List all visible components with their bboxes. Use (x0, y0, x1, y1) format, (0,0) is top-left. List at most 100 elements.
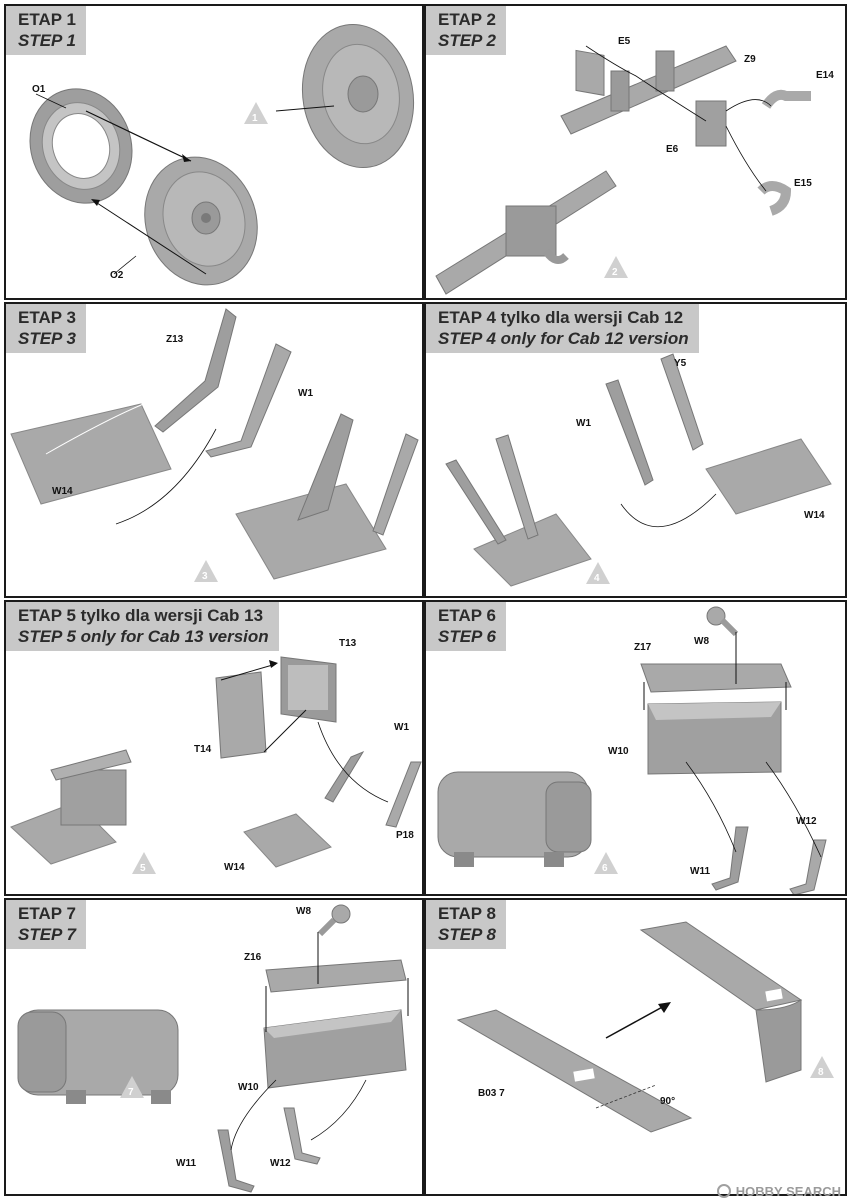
hook-parts (695, 89, 811, 216)
step-panel-1: ETAP 1 STEP 1 O1 O2 (4, 4, 424, 300)
spring-bracket-part (560, 45, 737, 135)
label-W1: W1 (394, 722, 409, 733)
label-Z9: Z9 (744, 54, 756, 65)
step-title: STEP 3 (18, 329, 76, 348)
etap-title: ETAP 5 tylko dla wersji Cab 13 (18, 606, 264, 625)
etap-title: ETAP 7 (18, 904, 76, 923)
tread-plate-part (243, 813, 332, 868)
step-bracket-part (605, 379, 654, 486)
step-bracket-part-2 (205, 343, 292, 458)
label-W12: W12 (270, 1158, 291, 1169)
step-title: STEP 8 (438, 925, 496, 944)
step-panel-5: ETAP 5 tylko dla wersji Cab 13 STEP 5 on… (4, 600, 424, 896)
step-illustration: Y5 W1 W14 4 (445, 353, 832, 587)
label-E15: E15 (794, 178, 812, 189)
step-header: ETAP 7 STEP 7 (6, 900, 86, 949)
step-title: STEP 6 (438, 627, 496, 646)
step-bracket-part (324, 750, 365, 803)
step-number: 2 (612, 267, 618, 278)
label-W11: W11 (690, 866, 710, 877)
watermark: HOBBY SEARCH (716, 1182, 841, 1200)
etap-title: ETAP 4 tylko dla wersji Cab 12 (438, 308, 684, 327)
mic-part (317, 904, 351, 937)
label-90-degrees: 90° (660, 1096, 675, 1107)
step-number: 1 (252, 113, 258, 124)
mic-part (706, 606, 739, 637)
label-W1: W1 (298, 388, 313, 399)
etap-title: ETAP 1 (18, 10, 76, 29)
brand-logo-icon (716, 1184, 731, 1198)
step-number: 5 (140, 863, 146, 874)
label-Z13: Z13 (166, 334, 184, 345)
label-T13: T13 (339, 638, 357, 649)
step-header: ETAP 2 STEP 2 (426, 6, 506, 55)
step-panel-2: ETAP 2 STEP 2 E5 Z9 E14 E6 E15 2 (424, 4, 847, 300)
tank-bracket-part-2 (789, 839, 827, 894)
step-illustration: E5 Z9 E14 E6 E15 2 (435, 36, 834, 295)
step-illustration: W8 Z17 W10 W12 W11 6 (437, 606, 827, 894)
label-O2: O2 (110, 270, 124, 281)
step-panel-6: ETAP 6 STEP 6 W8 Z17 W10 W12 W11 6 (424, 600, 847, 896)
cab-floor-assembled (639, 921, 803, 1083)
step-header: ETAP 3 STEP 3 (6, 304, 86, 353)
step-title: STEP 4 only for Cab 12 version (438, 329, 689, 348)
tyre-part (144, 156, 258, 286)
box-side-part (215, 671, 267, 759)
assembled-step (235, 413, 419, 580)
etap-title: ETAP 6 (438, 606, 496, 625)
tank-box-part (647, 701, 782, 775)
step-header: ETAP 1 STEP 1 (6, 6, 86, 55)
tank-bracket-part (711, 826, 749, 891)
label-W14: W14 (804, 510, 825, 521)
step-number-badge (586, 562, 610, 584)
label-E6: E6 (666, 144, 679, 155)
step-number: 3 (202, 571, 208, 582)
step-number: 7 (128, 1087, 134, 1098)
etap-title: ETAP 3 (18, 308, 76, 327)
step-header: ETAP 5 tylko dla wersji Cab 13 STEP 5 on… (6, 602, 279, 651)
label-W12: W12 (796, 816, 817, 827)
assembled-tank (437, 771, 592, 867)
label-B03-7: B03 7 (478, 1088, 505, 1099)
tank-lid-part (640, 663, 792, 693)
step-number-badge (120, 1076, 144, 1098)
step-panel-8: ETAP 8 STEP 8 B03 7 90° 8 (424, 898, 847, 1196)
label-Z17: Z17 (634, 642, 652, 653)
watermark-text: HOBBY SEARCH (735, 1183, 841, 1199)
label-E5: E5 (618, 36, 631, 47)
tread-plate-part (705, 438, 832, 515)
step-panel-4: ETAP 4 tylko dla wersji Cab 12 STEP 4 on… (424, 302, 847, 598)
step-title: STEP 7 (18, 925, 76, 944)
step-panel-3: ETAP 3 STEP 3 Z13 W1 W14 3 (4, 302, 424, 598)
label-P18: P18 (396, 830, 414, 841)
assembled-step (445, 434, 592, 587)
tank-bracket-part-2 (283, 1107, 321, 1165)
step-number-badge (244, 102, 268, 124)
assembled-step-box (10, 749, 132, 865)
label-Z16: Z16 (244, 952, 262, 963)
step-number-badge (810, 1056, 834, 1078)
step-illustration: T13 T14 W1 P18 W14 5 (10, 638, 422, 874)
step-number: 6 (602, 863, 608, 874)
step-title: STEP 1 (18, 31, 76, 50)
etap-title: ETAP 2 (438, 10, 496, 29)
label-W10: W10 (608, 746, 629, 757)
step-header: ETAP 4 tylko dla wersji Cab 12 STEP 4 on… (426, 304, 699, 353)
step-illustration: Z13 W1 W14 3 (10, 308, 419, 582)
step-number: 8 (818, 1067, 824, 1078)
label-E14: E14 (816, 70, 834, 81)
step-bracket-part-2 (660, 353, 704, 451)
cab-floor-part (456, 1009, 693, 1133)
label-O1: O1 (32, 84, 46, 95)
step-bracket-part (154, 308, 237, 433)
label-Y5: Y5 (674, 358, 687, 369)
assembled-bracket (435, 170, 617, 295)
step-illustration: W8 Z16 W10 W11 W12 7 (17, 904, 409, 1193)
label-W11: W11 (176, 1158, 196, 1169)
step-number: 4 (594, 573, 600, 584)
step-bracket-part-2 (385, 761, 422, 828)
assembled-wheel (301, 23, 415, 169)
step-title: STEP 2 (438, 31, 496, 50)
step-number-badge (132, 852, 156, 874)
step-header: ETAP 6 STEP 6 (426, 602, 506, 651)
